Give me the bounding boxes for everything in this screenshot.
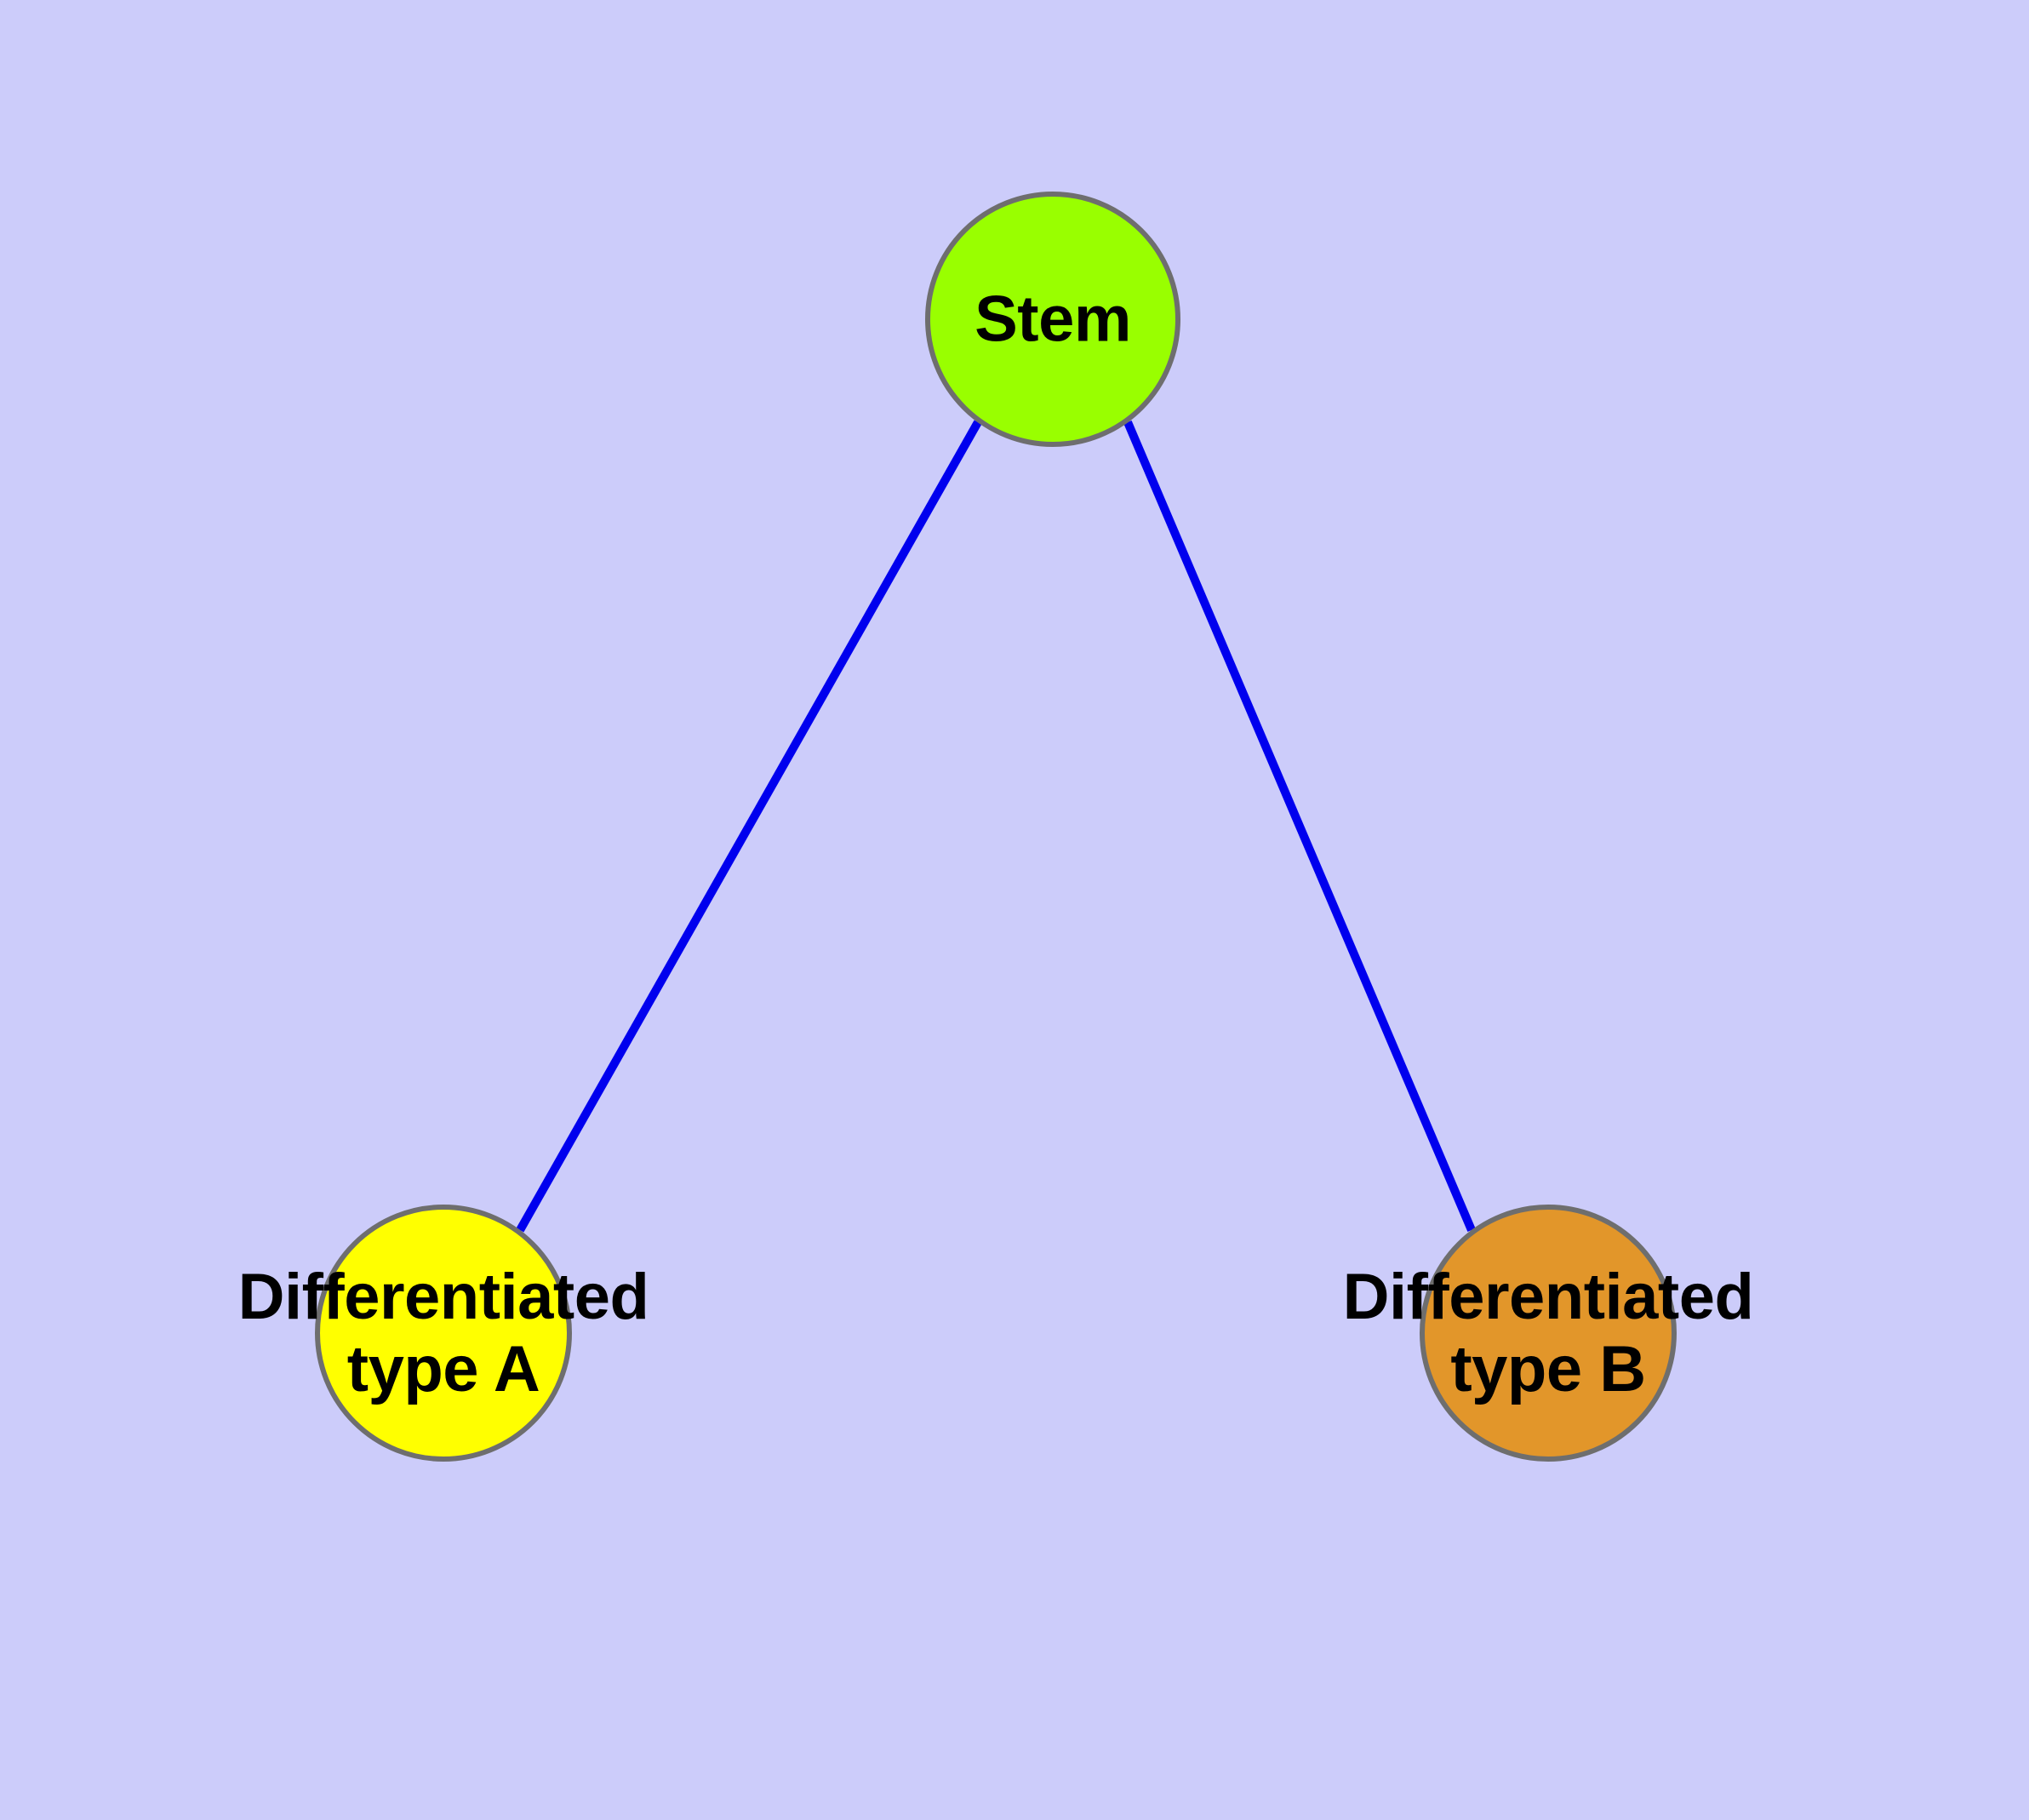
node-differentiated-type-b[interactable]: Differentiated type B xyxy=(1343,1205,1754,1462)
node-stem-label: Stem xyxy=(974,283,1131,355)
edge-stem-to-diff-b[interactable] xyxy=(1123,421,1476,1232)
edge-stem-to-diff-a[interactable] xyxy=(516,420,982,1233)
node-stem-label-line-1: Stem xyxy=(974,283,1131,356)
node-stem[interactable]: Stem xyxy=(925,192,1180,447)
node-differentiated-type-a[interactable]: Differentiated type A xyxy=(238,1205,649,1462)
